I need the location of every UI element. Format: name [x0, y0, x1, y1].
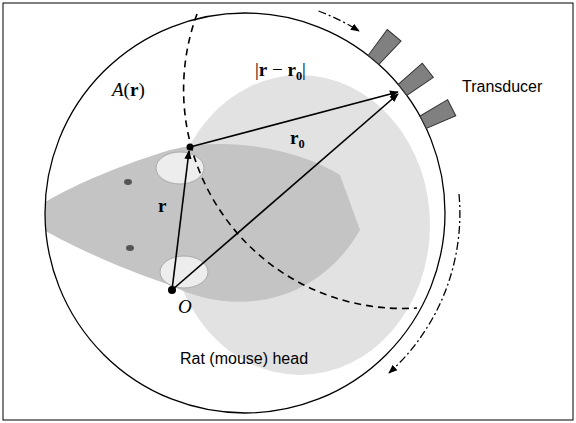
vector-r [172, 151, 189, 290]
rotation-arrow [389, 194, 460, 373]
point-label: A(r) [112, 80, 145, 101]
part-label: Transducer [462, 78, 542, 96]
rotation-arrow [319, 11, 360, 31]
vector-label: |r − r0| [255, 60, 306, 83]
part-label: Rat (mouse) head [180, 350, 308, 368]
transducer [367, 30, 401, 66]
point-a [187, 144, 194, 151]
dashed-arc [184, 14, 417, 308]
vector-label: r0 [290, 128, 305, 151]
origin-label: O [178, 297, 192, 318]
rat-head [30, 144, 360, 302]
rat-eye [126, 245, 134, 251]
vector-r0 [172, 94, 398, 290]
frame [3, 3, 573, 420]
vector-difference [190, 92, 398, 147]
transducer [397, 63, 433, 97]
rat-ear [160, 256, 208, 288]
scan-circle [45, 13, 445, 413]
rat-eye [124, 179, 132, 185]
origin-point [168, 286, 176, 294]
vector-label: r [158, 196, 166, 217]
transducer [419, 100, 456, 131]
rat-ear [156, 152, 204, 184]
